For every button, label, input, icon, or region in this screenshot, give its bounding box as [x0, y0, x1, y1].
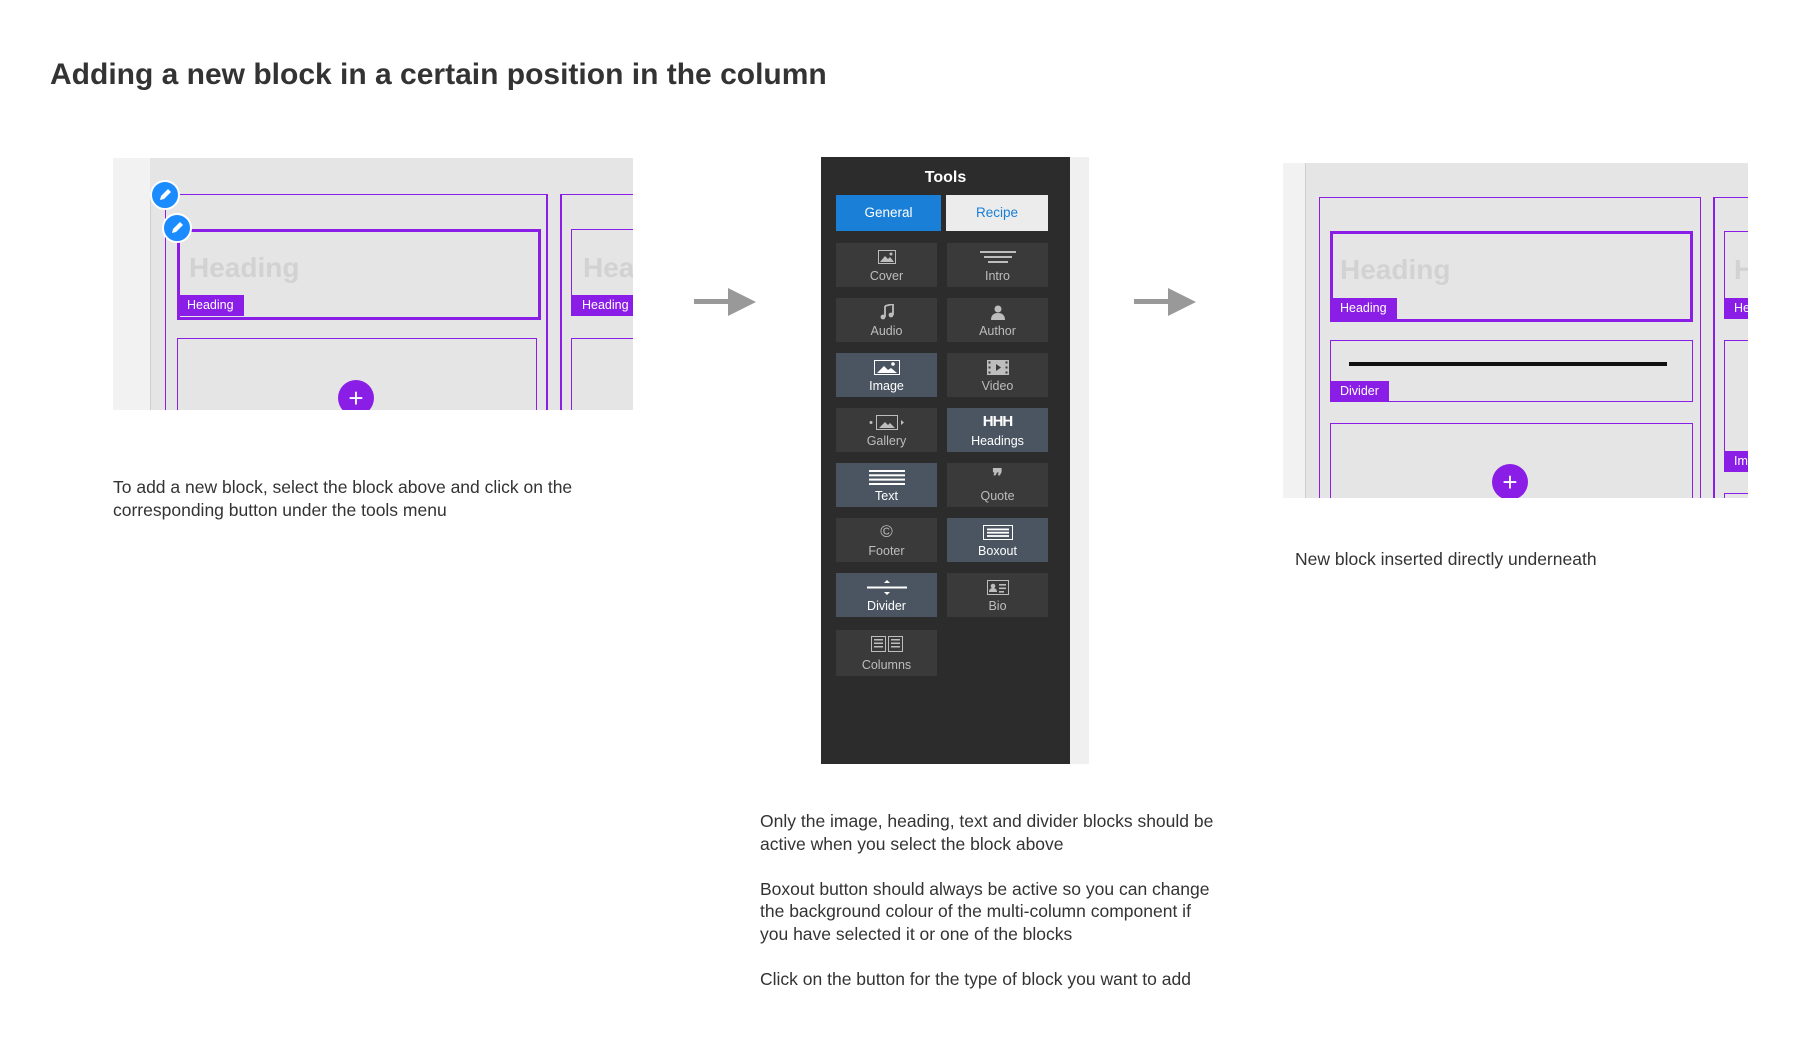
heading-block[interactable] — [1330, 231, 1693, 322]
heading-placeholder-partial: H — [1734, 254, 1748, 285]
heading-placeholder: Heading — [1340, 254, 1451, 285]
editor-rail — [1283, 163, 1306, 498]
heading-placeholder-partial: Hea — [583, 252, 633, 283]
arrow-right-icon — [1134, 286, 1196, 318]
heading-block-tag-partial: He — [1724, 298, 1748, 319]
step1-editor-mockup: Heading Heading Hea Heading + — [113, 158, 633, 410]
page-title: Adding a new block in a certain position… — [50, 58, 827, 91]
bio-button[interactable]: Bio — [947, 573, 1048, 617]
edit-column-pencil-icon[interactable] — [150, 180, 180, 210]
heading-placeholder: Heading — [189, 252, 300, 283]
footer-button[interactable]: © Footer — [836, 518, 937, 562]
heading-block-tag: Heading — [1330, 298, 1397, 319]
film-icon — [947, 358, 1048, 376]
heading-block-tag: Heading — [177, 295, 244, 316]
add-block-button[interactable]: + — [338, 380, 374, 410]
tools-title: Tools — [924, 169, 967, 186]
step3-caption: New block inserted directly underneath — [1295, 549, 1597, 569]
heading-block-tag-right: Heading — [572, 295, 633, 316]
cover-icon — [836, 248, 937, 266]
headings-icon: HHH — [982, 413, 1013, 430]
divider-icon — [836, 578, 937, 596]
step1-caption: To add a new block, select the block abo… — [113, 477, 573, 520]
boxout-icon — [947, 523, 1048, 541]
right-column-frame[interactable] — [1714, 197, 1748, 498]
video-button[interactable]: Video — [947, 353, 1048, 397]
divider-block-tag: Divider — [1330, 381, 1389, 402]
text-button[interactable]: Text — [836, 463, 937, 507]
arrow-right-icon — [694, 286, 756, 318]
quote-icon: ❞ — [992, 466, 1003, 488]
copyright-icon: © — [880, 522, 893, 541]
columns-icon — [836, 635, 937, 653]
editor-rail — [113, 158, 151, 410]
left-column-frame[interactable] — [165, 194, 547, 410]
music-note-icon — [836, 303, 937, 321]
quote-button[interactable]: ❞ Quote — [947, 463, 1048, 507]
intro-button[interactable]: Intro — [947, 243, 1048, 287]
empty-block[interactable] — [1330, 423, 1693, 498]
empty-block[interactable] — [177, 338, 537, 410]
author-button[interactable]: Author — [947, 298, 1048, 342]
step3-editor-mockup: Heading Heading Divider + H He Im — [1283, 163, 1748, 498]
id-card-icon — [947, 578, 1048, 596]
divider-line — [1349, 362, 1667, 366]
selected-heading-block[interactable] — [177, 229, 541, 320]
gallery-button[interactable]: Gallery — [836, 408, 937, 452]
audio-button[interactable]: Audio — [836, 298, 937, 342]
add-block-button[interactable]: + — [1492, 464, 1528, 498]
tools-panel: Tools General Recipe Cover Intro Audio A… — [821, 157, 1070, 764]
image-button[interactable]: Image — [836, 353, 937, 397]
tab-general[interactable]: General — [836, 195, 941, 231]
image-icon — [836, 358, 937, 376]
edit-block-pencil-icon[interactable] — [162, 213, 192, 243]
cover-button[interactable]: Cover — [836, 243, 937, 287]
boxout-button[interactable]: Boxout — [947, 518, 1048, 562]
columns-button[interactable]: Columns — [836, 630, 937, 676]
new-divider-block[interactable] — [1330, 340, 1693, 402]
tools-captions: Only the image, heading, text and divide… — [760, 811, 1214, 989]
tab-recipe[interactable]: Recipe — [946, 195, 1048, 231]
image-block-tag-partial: Im — [1724, 451, 1748, 472]
gallery-icon — [836, 413, 937, 431]
headings-button[interactable]: HHH Headings — [947, 408, 1048, 452]
person-icon — [947, 303, 1048, 321]
text-lines-icon — [836, 468, 937, 486]
divider-button[interactable]: Divider — [836, 573, 937, 617]
intro-icon — [947, 248, 1048, 266]
right-column-frame[interactable] — [561, 194, 633, 410]
